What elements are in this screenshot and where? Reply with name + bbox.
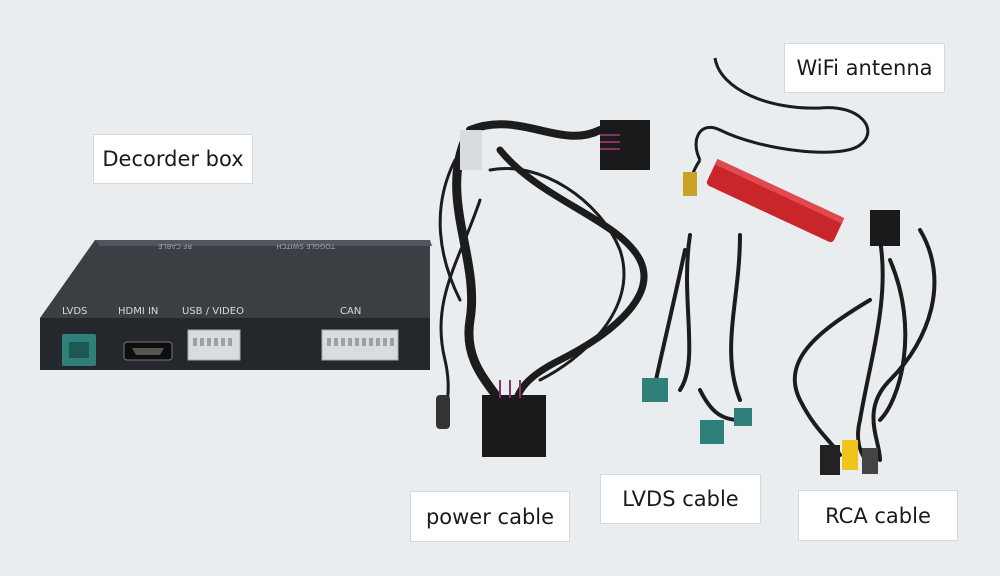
power-cable-plug-top [600,120,650,170]
rca-cable-yellow-plug [842,440,858,470]
rca-cable [792,228,937,467]
power-cable-plug-bottom-wires [499,380,521,398]
lvds-cable-connector-3 [734,408,752,426]
rca-cable-black-plug [820,445,840,475]
power-cable-connector-left [460,130,482,170]
label-rca-cable: RCA cable [798,490,958,541]
lvds-cable [653,233,742,422]
power-cable [438,120,648,427]
box-port-usb-video: USB / VIDEO [182,306,244,317]
lvds-cable-connector-1 [642,378,668,402]
label-decoder-box: Decorder box [93,134,253,184]
box-port-hdmi-in: HDMI IN [118,306,158,317]
lvds-cable-connector-2 [700,420,724,444]
rca-cable-usb-plug [862,448,878,474]
label-power-cable: power cable [410,491,570,542]
box-top-toggle-switch: TOGGLE SWITCH [276,242,336,250]
label-lvds-cable: LVDS cable [600,474,761,524]
wifi-antenna [683,57,870,243]
rca-cable-connector-top [870,210,900,246]
power-cable-plug-bottom [482,395,546,457]
decoder-box: LVDS HDMI IN USB / VIDEO CAN RF CABLE TO… [40,240,432,370]
box-port-can: CAN [340,306,361,317]
power-cable-barrel [436,395,450,429]
power-cable-plug-top-wires [600,134,620,150]
box-port-lvds: LVDS [62,306,87,317]
label-wifi-antenna: WiFi antenna [784,43,945,93]
box-top-rf-cable: RF CABLE [158,242,192,250]
